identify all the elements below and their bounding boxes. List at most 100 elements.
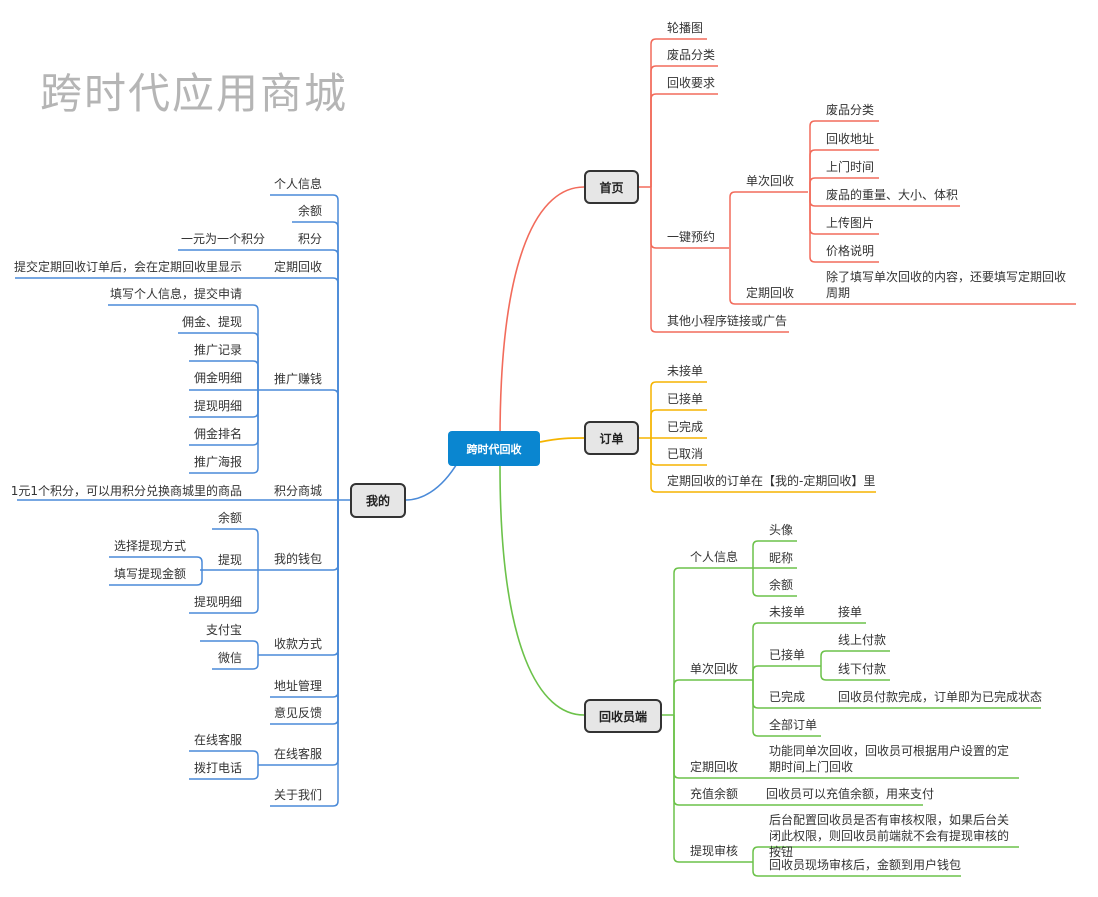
collector-periodic-note[interactable]: 功能同单次回收，回收员可根据用户设置的定期时间上门回收 xyxy=(769,744,1010,774)
branch-line xyxy=(108,304,259,390)
collector-periodic[interactable]: 定期回收 xyxy=(690,760,739,774)
branch-line xyxy=(258,500,339,766)
mine-wallet[interactable]: 我的钱包 xyxy=(273,552,322,566)
booking-periodic[interactable]: 定期回收 xyxy=(746,286,795,300)
mine-mall[interactable]: 积分商城 xyxy=(273,484,322,498)
branch-line xyxy=(189,360,259,390)
home-item[interactable]: 废品分类 xyxy=(667,48,716,62)
mine-payment[interactable]: 收款方式 xyxy=(273,637,322,651)
collector-recharge[interactable]: 充值余额 xyxy=(690,787,739,801)
single-item[interactable]: 上传图片 xyxy=(826,216,875,230)
wallet-balance[interactable]: 余额 xyxy=(217,511,242,525)
payment-item[interactable]: 支付宝 xyxy=(205,623,242,637)
order-item[interactable]: 已完成 xyxy=(667,420,704,434)
mine-about[interactable]: 关于我们 xyxy=(273,788,322,802)
branch-line xyxy=(650,409,707,438)
mine-periodic-note[interactable]: 提交定期回收订单后，会在定期回收里显示 xyxy=(13,260,242,274)
branch-line xyxy=(809,192,879,263)
branch-line xyxy=(752,540,797,568)
promo-item[interactable]: 推广海报 xyxy=(193,455,242,469)
collector-recharge-note[interactable]: 回收员可以充值余额，用来支付 xyxy=(766,787,935,801)
mine-address[interactable]: 地址管理 xyxy=(273,679,322,693)
branch-line xyxy=(809,149,879,192)
promo-item[interactable]: 佣金、提现 xyxy=(181,315,242,329)
order-item[interactable]: 已取消 xyxy=(667,447,704,461)
single-completed[interactable]: 已完成 xyxy=(769,690,806,704)
branch-line xyxy=(650,438,876,493)
branch-line xyxy=(650,381,707,438)
branch-line xyxy=(189,750,259,765)
service-item[interactable]: 在线客服 xyxy=(193,733,242,747)
wallet-detail[interactable]: 提现明细 xyxy=(193,595,242,609)
branch-line xyxy=(189,390,259,474)
single-item[interactable]: 回收地址 xyxy=(826,132,875,146)
order-item[interactable]: 未接单 xyxy=(667,364,704,378)
branch-line xyxy=(258,389,339,500)
branch-line xyxy=(650,65,718,187)
collector-single[interactable]: 单次回收 xyxy=(690,662,739,676)
review-item[interactable]: 后台配置回收员是否有审核权限，如果后台关闭此权限，则回收员前端就不会有提现审核的… xyxy=(769,813,1010,859)
profile-item[interactable]: 余额 xyxy=(769,578,794,592)
profile-item[interactable]: 头像 xyxy=(769,523,794,537)
promo-item[interactable]: 提现明细 xyxy=(193,399,242,413)
branch-line xyxy=(729,248,1076,305)
mine-promo[interactable]: 推广赚钱 xyxy=(273,372,322,386)
mine-points[interactable]: 积分 xyxy=(297,232,322,246)
wallet-withdraw[interactable]: 提现 xyxy=(217,553,242,567)
single-all-orders[interactable]: 全部订单 xyxy=(769,718,818,732)
mine-mall-note[interactable]: 1元1个积分，可以用积分兑换商城里的商品 xyxy=(10,484,242,498)
promo-item[interactable]: 佣金明细 xyxy=(193,371,242,385)
collector-withdraw-review[interactable]: 提现审核 xyxy=(690,844,739,858)
profile-item[interactable]: 昵称 xyxy=(769,551,794,565)
withdraw-item[interactable]: 填写提现金额 xyxy=(113,567,186,581)
branch-line xyxy=(673,679,753,715)
single-item[interactable]: 价格说明 xyxy=(826,244,875,258)
mine-points-note[interactable]: 一元为一个积分 xyxy=(180,232,265,246)
payment-online[interactable]: 线上付款 xyxy=(838,633,887,647)
branch-line xyxy=(258,500,339,656)
single-accept-action[interactable]: 接单 xyxy=(838,605,863,619)
service-item[interactable]: 拨打电话 xyxy=(193,761,242,775)
single-completed-note[interactable]: 回收员付款完成，订单即为已完成状态 xyxy=(838,690,1043,704)
branch-line xyxy=(178,249,339,500)
home-item[interactable]: 轮播图 xyxy=(667,21,704,35)
payment-item[interactable]: 微信 xyxy=(217,651,242,665)
home-item[interactable]: 其他小程序链接或广告 xyxy=(667,314,788,328)
mine-balance[interactable]: 余额 xyxy=(297,204,322,218)
link-home xyxy=(499,186,585,441)
mine-profile[interactable]: 个人信息 xyxy=(273,177,322,191)
payment-offline[interactable]: 线下付款 xyxy=(838,662,887,676)
mine-feedback[interactable]: 意见反馈 xyxy=(273,706,322,720)
link-order xyxy=(539,437,585,443)
home-item[interactable]: 一键预约 xyxy=(667,230,716,244)
booking-periodic-note[interactable]: 除了填写单次回收的内容，还要填写定期回收周期 xyxy=(826,270,1067,300)
order-item[interactable]: 定期回收的订单在【我的-定期回收】里 xyxy=(667,474,876,488)
withdraw-item[interactable]: 选择提现方式 xyxy=(113,539,186,553)
review-item[interactable]: 回收员现场审核后，金额到用户钱包 xyxy=(769,858,962,872)
central-topic[interactable]: 跨时代回收 xyxy=(448,431,540,466)
branch-line xyxy=(650,187,789,333)
node-home[interactable]: 首页 xyxy=(584,170,639,204)
collector-profile[interactable]: 个人信息 xyxy=(690,550,739,564)
single-item[interactable]: 废品的重量、大小、体积 xyxy=(826,188,959,202)
promo-item[interactable]: 推广记录 xyxy=(193,343,242,357)
node-collector[interactable]: 回收员端 xyxy=(584,699,662,733)
branch-line xyxy=(212,528,259,570)
promo-item[interactable]: 佣金排名 xyxy=(193,427,242,441)
single-item[interactable]: 废品分类 xyxy=(826,103,875,117)
node-mine[interactable]: 我的 xyxy=(350,483,406,518)
order-item[interactable]: 已接单 xyxy=(667,392,704,406)
branch-line xyxy=(212,655,259,670)
single-accepted[interactable]: 已接单 xyxy=(769,648,806,662)
single-unaccepted[interactable]: 未接单 xyxy=(769,605,806,619)
mine-service[interactable]: 在线客服 xyxy=(273,747,322,761)
branch-line xyxy=(200,640,259,655)
promo-item[interactable]: 填写个人信息，提交申请 xyxy=(109,287,242,301)
branch-line xyxy=(673,715,753,863)
branch-line xyxy=(292,221,339,500)
home-item[interactable]: 回收要求 xyxy=(667,76,716,90)
booking-single[interactable]: 单次回收 xyxy=(746,174,795,188)
node-order[interactable]: 订单 xyxy=(584,421,639,455)
single-item[interactable]: 上门时间 xyxy=(826,160,875,174)
mine-periodic[interactable]: 定期回收 xyxy=(273,260,322,274)
